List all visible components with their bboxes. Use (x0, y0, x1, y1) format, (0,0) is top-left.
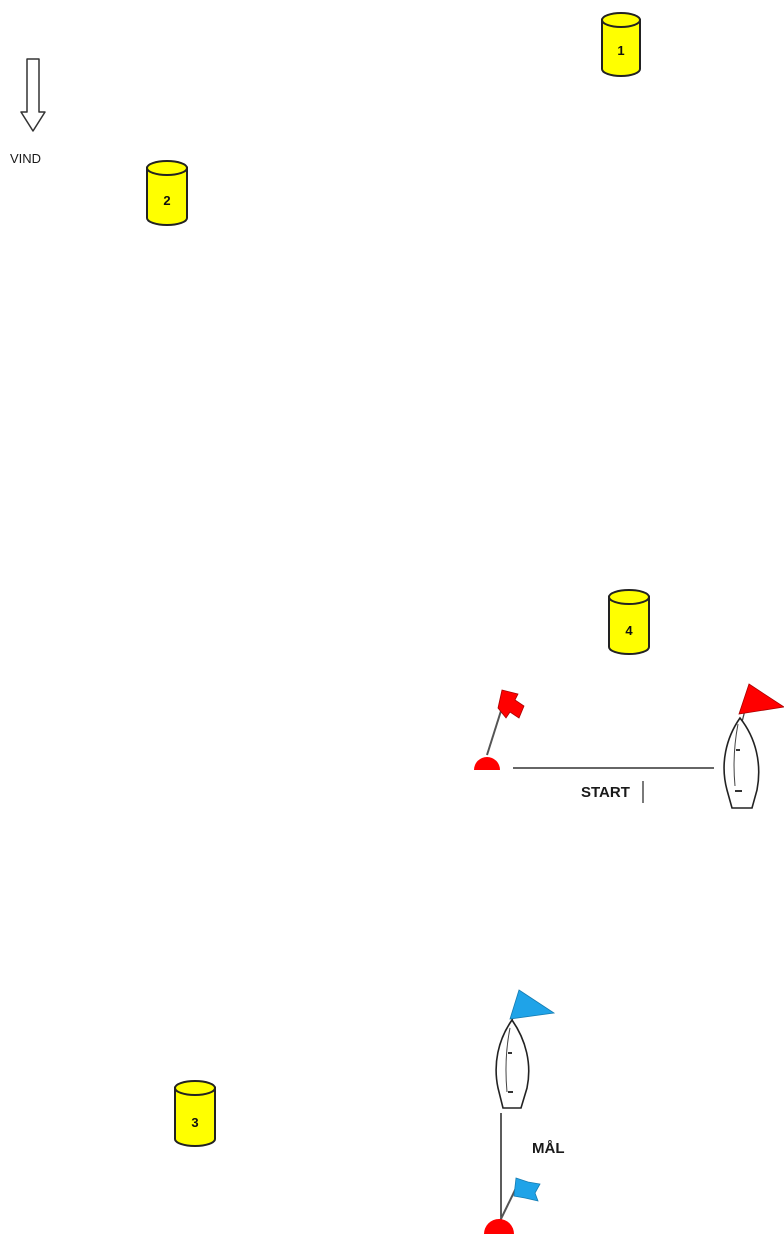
committee-boat-finish (496, 990, 554, 1108)
mark-1-number: 1 (617, 43, 624, 58)
finish-label: MÅL (532, 1140, 565, 1157)
mark-3-number: 3 (191, 1115, 198, 1130)
mark-1: 1 (602, 13, 640, 76)
wind-arrow-icon (21, 59, 45, 131)
mark-4-number: 4 (625, 623, 633, 638)
committee-boat-start (724, 684, 784, 808)
mark-3: 3 (175, 1081, 215, 1146)
start-label: START (581, 784, 630, 801)
start-pin-buoy (474, 690, 524, 770)
finish-pin-buoy (484, 1178, 540, 1234)
mark-2-number: 2 (163, 193, 170, 208)
mark-2: 2 (147, 161, 187, 225)
wind-label: VIND (10, 151, 41, 166)
mark-4: 4 (609, 590, 649, 654)
